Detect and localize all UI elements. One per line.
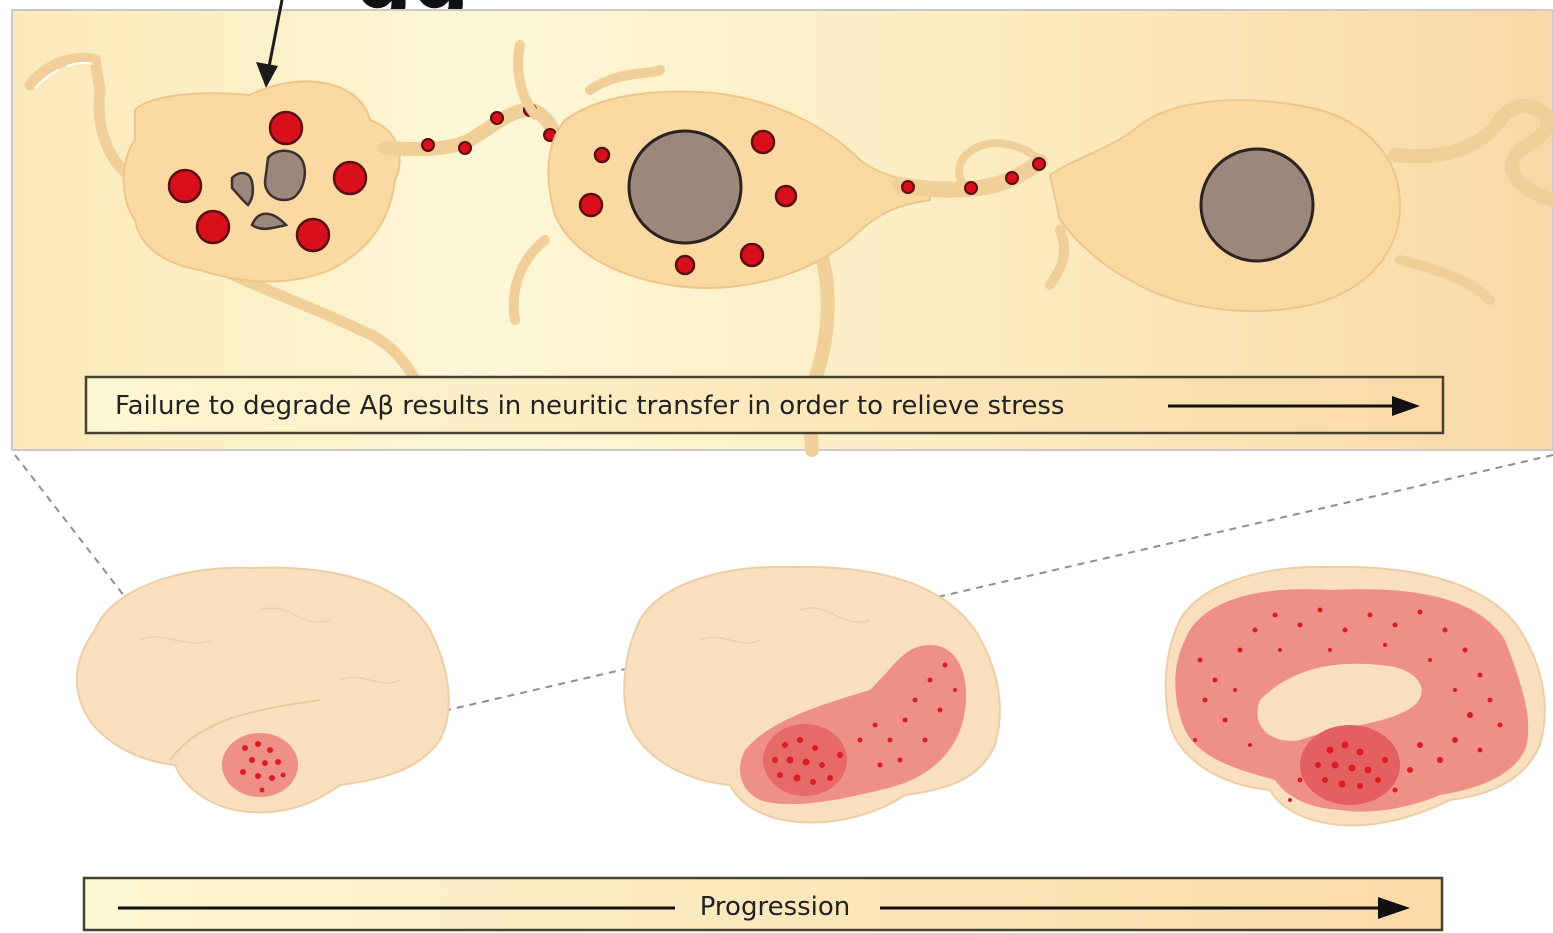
top-caption-text: Failure to degrade Aβ results in neuriti…	[115, 391, 1064, 421]
brain-stage-2	[624, 567, 1000, 823]
cell-panel: Failure to degrade Aβ results in neuriti…	[12, 0, 1553, 450]
neuron-nucleus-2	[629, 131, 741, 243]
top-caption: Failure to degrade Aβ results in neuriti…	[86, 377, 1443, 433]
progression-label: Progression	[700, 892, 851, 922]
brain-stage-1	[77, 568, 449, 813]
brain-stage-3	[1166, 567, 1545, 826]
neuron-nucleus-3	[1201, 149, 1313, 261]
progression-bar: Progression	[84, 878, 1442, 930]
